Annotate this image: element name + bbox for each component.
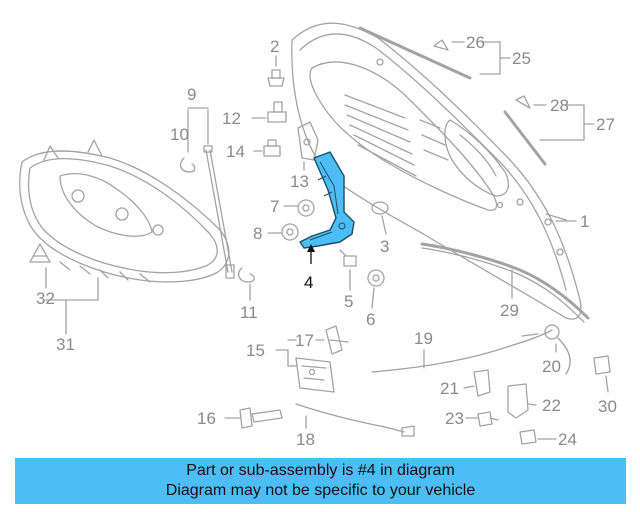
callout-30: 30 <box>598 397 617 416</box>
banner-line-1: Part or sub-assembly is #4 in diagram <box>186 462 455 479</box>
callout-18: 18 <box>296 430 315 449</box>
callout-16: 16 <box>197 409 216 428</box>
callout-32: 32 <box>36 289 55 308</box>
bracket-part-21 <box>473 369 491 397</box>
cable-part-18 <box>295 403 405 433</box>
callout-3: 3 <box>380 237 389 256</box>
info-banner: Part or sub-assembly is #4 in diagram Di… <box>15 458 626 504</box>
clip-part-11 <box>237 267 255 283</box>
callout-14: 14 <box>226 142 245 161</box>
callout-29: 29 <box>500 301 519 320</box>
nut-part-3 <box>371 201 389 215</box>
leader-lines <box>45 41 609 440</box>
callout-15: 15 <box>246 341 265 360</box>
hood-prop-rod <box>179 145 235 279</box>
bolt-part-16 <box>239 407 283 429</box>
callout-27: 27 <box>596 115 615 134</box>
bumper-part-8 <box>281 223 299 241</box>
callout-22: 22 <box>542 396 561 415</box>
callout-19: 19 <box>414 329 433 348</box>
callout-arrow-part-4 <box>307 244 315 264</box>
switch-part-17 <box>325 325 349 355</box>
callout-26: 26 <box>466 33 485 52</box>
callout-20: 20 <box>542 357 561 376</box>
clip-part-24 <box>519 429 537 445</box>
hood-insulator-pad <box>19 139 230 283</box>
fastener-part-23 <box>477 411 499 427</box>
callout-23: 23 <box>445 409 464 428</box>
callout-17: 17 <box>295 331 314 350</box>
callout-1: 1 <box>580 212 589 231</box>
callout-25: 25 <box>512 49 531 68</box>
weatherstrip-part-25 <box>358 26 472 80</box>
fastener-part-14 <box>263 139 281 157</box>
callout-10: 10 <box>170 125 189 144</box>
callout-8: 8 <box>253 224 262 243</box>
hood-hinge-part-4 <box>299 151 355 249</box>
clip-part-32 <box>29 243 51 263</box>
callout-5: 5 <box>344 292 353 311</box>
weatherstrip-part-27 <box>503 110 547 166</box>
clip-part-26 <box>433 39 449 51</box>
bracket-part-13 <box>297 121 319 161</box>
callout-28: 28 <box>550 96 569 115</box>
latch-part-15 <box>295 357 335 393</box>
parts-diagram: 1 2 3 4 5 6 7 8 9 10 11 12 13 14 15 16 1… <box>19 22 617 449</box>
bumper-part-7 <box>297 199 315 217</box>
callout-4: 4 <box>304 273 313 292</box>
callout-31: 31 <box>56 335 75 354</box>
seal-part-29 <box>420 242 590 320</box>
bracket-part-22 <box>507 383 529 419</box>
clip-part-28 <box>515 95 531 109</box>
fastener-part-12 <box>267 101 287 123</box>
callout-7: 7 <box>270 197 279 216</box>
bumper-part-30 <box>593 355 611 375</box>
callout-13: 13 <box>290 172 309 191</box>
callout-9: 9 <box>187 85 196 104</box>
bumper-part-6 <box>367 269 385 287</box>
bolt-part-5 <box>339 249 357 267</box>
release-handle-part-20 <box>521 324 571 375</box>
release-cable-part-19 <box>371 329 553 373</box>
callout-2: 2 <box>270 37 279 56</box>
callout-12: 12 <box>222 109 241 128</box>
fastener-part-2 <box>267 69 285 87</box>
callout-24: 24 <box>558 430 577 449</box>
callout-21: 21 <box>440 379 459 398</box>
callout-6: 6 <box>366 310 375 329</box>
callout-11: 11 <box>240 303 258 322</box>
callout-labels: 1 2 3 4 5 6 7 8 9 10 11 12 13 14 15 16 1… <box>36 33 617 449</box>
banner-line-2: Diagram may not be specific to your vehi… <box>165 482 476 499</box>
